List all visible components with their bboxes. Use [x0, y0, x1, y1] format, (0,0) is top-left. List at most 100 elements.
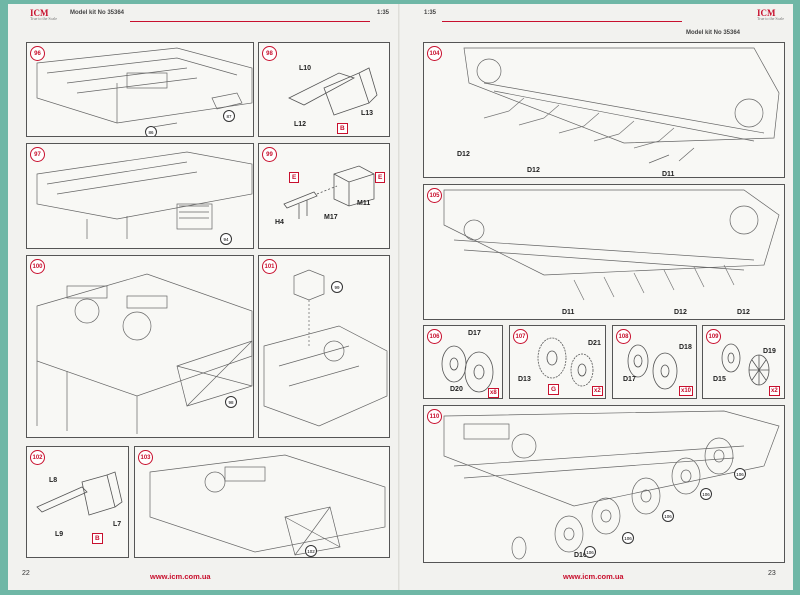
page-number-right: 23: [768, 570, 776, 577]
step-96-panel: 96 86 87: [26, 42, 254, 137]
ref-102: 102: [305, 545, 317, 557]
part-label: D17: [468, 330, 481, 337]
step-110-panel: 110 D16 106 106 106 106 106: [423, 405, 785, 563]
quantity-tag: x8: [488, 388, 499, 398]
step-104-panel: 104 D12 D12 D11: [423, 42, 785, 178]
step-100-panel: 100 98: [26, 255, 254, 438]
logo-text: ICM: [30, 8, 49, 18]
step-number: 105: [427, 188, 442, 203]
ref-94: 94: [220, 233, 232, 245]
quantity-tag: x10: [679, 386, 694, 396]
step-number: 107: [513, 329, 528, 344]
sprue-tag: B: [92, 533, 103, 544]
part-label: L9: [55, 531, 64, 538]
part-label: D19: [763, 348, 776, 355]
step-102-panel: 102 L8 L7 L9 B: [26, 446, 129, 558]
drive-sprocket-drawing: [537, 337, 594, 387]
part-label: D16: [574, 552, 587, 559]
step-98-panel: 98 L10 L12 L13 B: [258, 42, 390, 137]
website-link-right[interactable]: www.icm.com.ua: [563, 572, 624, 581]
step-number: 97: [30, 147, 45, 162]
header-rule-right: [442, 21, 682, 22]
quantity-tag: x2: [592, 386, 603, 396]
scale-label-right: 1:35: [424, 10, 437, 16]
step-107-panel: 107 D21 D13 G x2: [509, 325, 606, 399]
engine-deck-drawing: [36, 273, 253, 434]
step-number: 101: [262, 259, 277, 274]
suspension-arms-drawing: [463, 47, 780, 164]
part-label: L8: [49, 477, 58, 484]
step-number: 109: [706, 329, 721, 344]
step-103-panel: 103 102: [134, 446, 390, 558]
step-108-panel: 108 D18 D17 x10: [612, 325, 697, 399]
sprue-tag: E: [375, 172, 386, 183]
part-label: D18: [679, 344, 692, 351]
quantity-tag: x2: [769, 386, 780, 396]
step-105-panel: 105 D11 D12 D12: [423, 184, 785, 320]
part-assembly-drawing: [283, 165, 375, 219]
part-assembly-drawing: [288, 67, 378, 116]
part-label: L13: [361, 110, 374, 117]
ref-87: 87: [223, 110, 235, 122]
step-number: 98: [262, 46, 277, 61]
idler-wheel-drawing: [721, 343, 770, 386]
part-label: D12: [457, 151, 470, 158]
step-106-panel: 106 D17 D20 x8: [423, 325, 503, 399]
part-label: D11: [662, 171, 675, 178]
ref-106: 106: [584, 546, 596, 558]
step-number: 96: [30, 46, 45, 61]
hull-wheels-drawing: [443, 410, 780, 560]
logo-text: ICM: [757, 8, 776, 18]
step-number: 106: [427, 329, 442, 344]
hull-drawing: [149, 454, 386, 556]
step-number: 104: [427, 46, 442, 61]
step-99-panel: 99 E E H4 M17 M11: [258, 143, 390, 249]
ref-99: 99: [331, 281, 343, 293]
step-109-panel: 109 D19 D15 x2: [702, 325, 785, 399]
part-label: D17: [623, 376, 636, 383]
part-label: L12: [294, 121, 307, 128]
sprue-tag: E: [289, 172, 300, 183]
part-label: D12: [674, 309, 687, 316]
part-label: D12: [737, 309, 750, 316]
part-label: L10: [299, 65, 312, 72]
step-101-panel: 101 99: [258, 255, 390, 438]
road-wheel-drawing: [441, 345, 494, 393]
hull-rear-drawing: [36, 47, 253, 129]
part-label: D20: [450, 386, 463, 393]
ref-86: 86: [145, 126, 157, 136]
model-kit-label-right: Model kit No 35364: [686, 30, 741, 36]
ref-106: 106: [662, 510, 674, 522]
part-assembly-drawing: [36, 471, 123, 516]
part-label: M11: [357, 200, 371, 207]
sprue-tag: G: [548, 384, 560, 395]
part-label: H4: [275, 219, 284, 226]
ref-106: 106: [734, 468, 746, 480]
step-number: 100: [30, 259, 45, 274]
logo-tagline: True to the Scale: [757, 16, 785, 21]
road-wheel-drawing: [627, 344, 678, 390]
part-label: D13: [518, 376, 531, 383]
sprue-tag: B: [337, 123, 348, 134]
hull-side-drawing: [263, 269, 388, 427]
scale-label-left: 1:35: [377, 10, 390, 16]
page-number-left: 22: [22, 570, 30, 577]
ref-106: 106: [622, 532, 634, 544]
part-label: D21: [588, 340, 601, 347]
hull-drawing: [36, 151, 253, 239]
model-kit-label-left: Model kit No 35364: [70, 10, 125, 16]
step-97-panel: 97 94: [26, 143, 254, 249]
step-number: 103: [138, 450, 153, 465]
ref-98: 98: [225, 396, 237, 408]
part-label: D12: [527, 167, 540, 174]
part-label: M17: [324, 214, 338, 221]
step-number: 110: [427, 409, 442, 424]
website-link-left[interactable]: www.icm.com.ua: [150, 572, 211, 581]
part-label: D11: [562, 309, 575, 316]
step-number: 99: [262, 147, 277, 162]
logo-tagline: True to the Scale: [30, 16, 58, 21]
ref-106: 106: [700, 488, 712, 500]
part-label: D15: [713, 376, 726, 383]
part-label: L7: [113, 521, 122, 528]
